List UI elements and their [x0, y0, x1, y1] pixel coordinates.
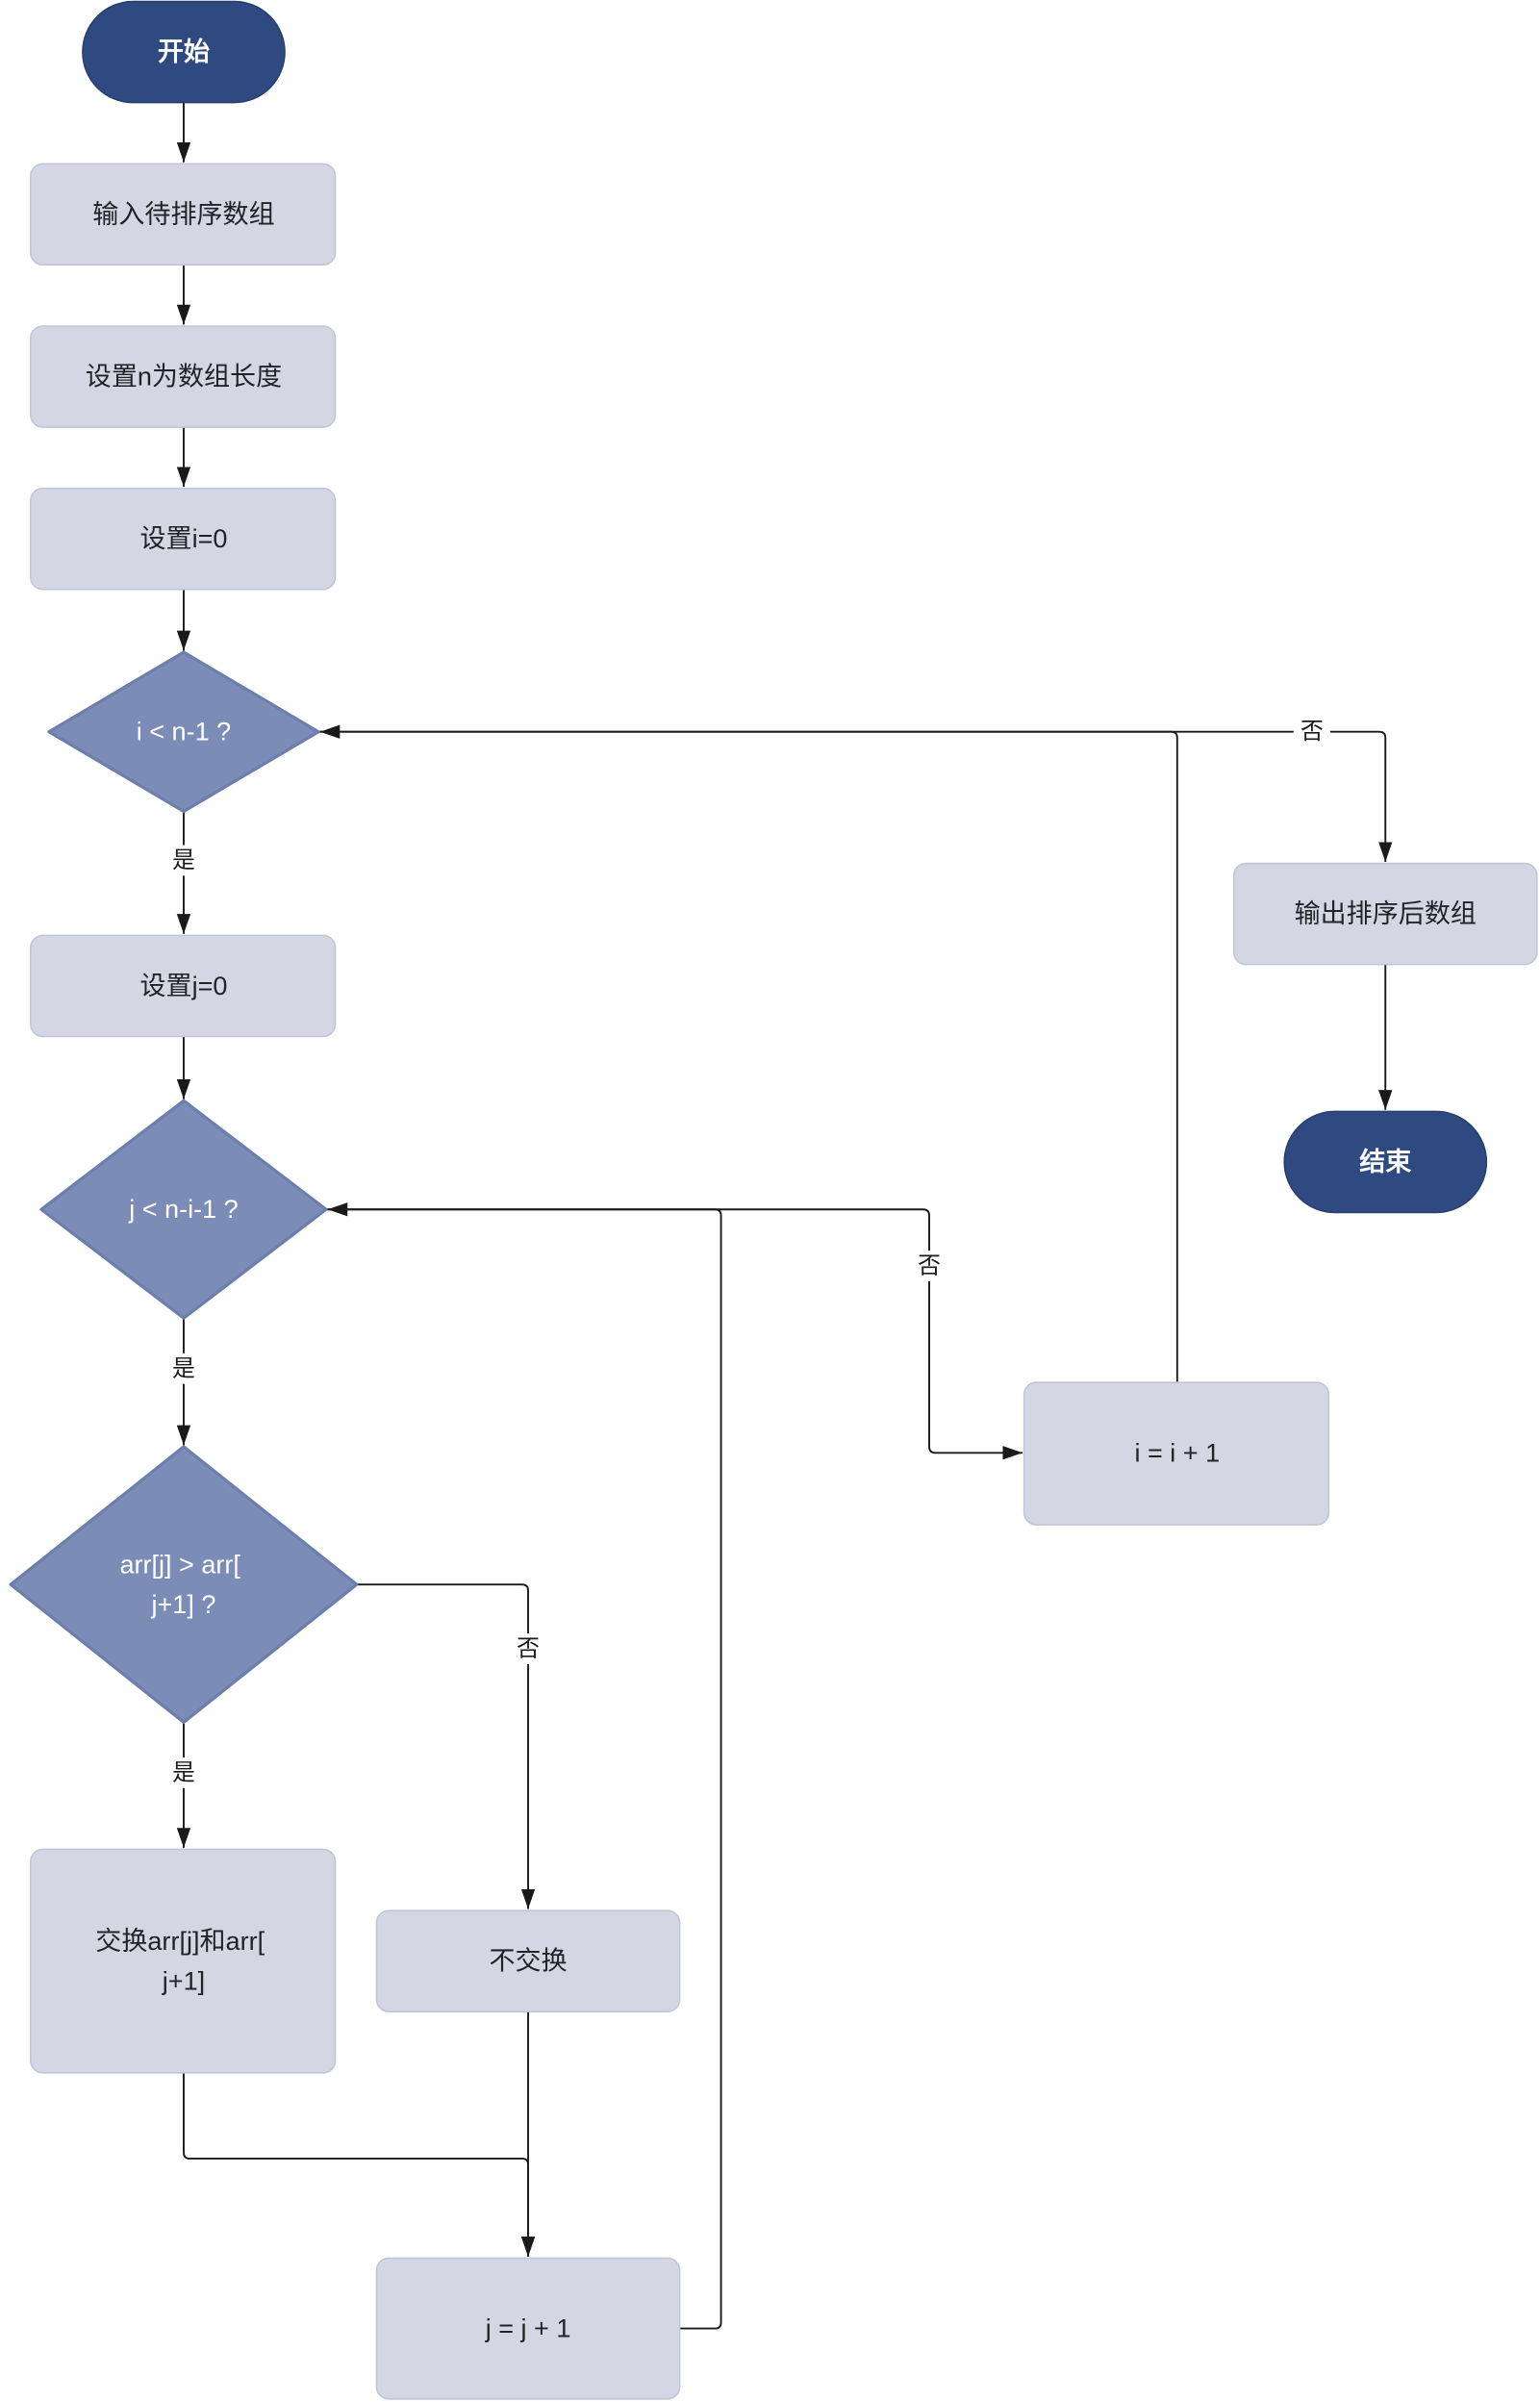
node-increment-j: j = j + 1: [375, 2257, 681, 2400]
edge-cond-j-no: [325, 1208, 1023, 1460]
label-cond-i-yes: 是: [168, 845, 199, 876]
label-cond-cmp-no: 否: [513, 1633, 543, 1664]
decision-j-less-than-n-i-1: j < n-i-1 ?: [39, 1099, 328, 1320]
svg-text:是: 是: [172, 1355, 195, 1381]
edges: [176, 102, 1393, 2330]
compare-line-1: arr[j] > arr[: [119, 1550, 240, 1579]
swap-line-1: 交换arr[j]和arr[: [95, 1927, 265, 1956]
node-start: 开始: [82, 0, 286, 104]
svg-text:j = j + 1: j = j + 1: [485, 2314, 571, 2343]
label-cond-j-yes: 是: [168, 1353, 199, 1384]
svg-text:输入待排序数组: 输入待排序数组: [92, 200, 274, 229]
svg-text:否: 否: [517, 1635, 540, 1661]
svg-text:不交换: 不交换: [489, 1947, 567, 1976]
node-set-j: 设置j=0: [30, 934, 337, 1038]
svg-text:i = i + 1: i = i + 1: [1134, 1438, 1220, 1467]
node-set-n: 设置n为数组长度: [30, 325, 337, 428]
edge-labels: 是 否 是 否 是 否: [168, 716, 1330, 1788]
label-cond-j-no: 否: [914, 1251, 945, 1282]
node-increment-i: i = i + 1: [1022, 1381, 1330, 1526]
svg-text:设置n为数组长度: 设置n为数组长度: [86, 363, 282, 392]
svg-text:输出排序后数组: 输出排序后数组: [1295, 899, 1477, 928]
label-cond-i-no: 否: [1293, 716, 1330, 747]
node-input-array: 输入待排序数组: [30, 163, 337, 266]
node-no-swap: 不交换: [375, 1909, 681, 2012]
svg-text:arr[j] > arr[ j+1] ?: arr[j] > arr[ j+1] ?: [119, 1550, 247, 1618]
label-cond-cmp-yes: 是: [168, 1757, 199, 1788]
edge-cond-cmp-no: [356, 1583, 536, 1909]
svg-text:开始: 开始: [158, 37, 210, 66]
svg-text:j < n-i-1 ?: j < n-i-1 ?: [128, 1195, 239, 1224]
edge-swap-to-inc-j: [183, 2072, 536, 2257]
node-set-i: 设置i=0: [30, 487, 337, 591]
edge-inc-i-to-cond-i: [319, 724, 1178, 1383]
svg-text:是: 是: [172, 847, 195, 873]
svg-text:否: 否: [918, 1253, 941, 1279]
svg-text:是: 是: [172, 1759, 195, 1785]
swap-line-2: j+1]: [162, 1966, 205, 1995]
svg-text:设置j=0: 设置j=0: [139, 972, 227, 1000]
node-end: 结束: [1283, 1110, 1488, 1214]
svg-text:i < n-1 ?: i < n-1 ?: [137, 718, 231, 746]
node-output-array: 输出排序后数组: [1232, 862, 1538, 966]
decision-compare-elements: arr[j] > arr[ j+1] ?: [9, 1445, 359, 1724]
compare-line-2: j+1] ?: [151, 1590, 216, 1619]
svg-text:否: 否: [1300, 719, 1324, 745]
svg-text:结束: 结束: [1359, 1148, 1412, 1176]
edge-cond-i-no: [318, 730, 1393, 862]
svg-text:设置i=0: 设置i=0: [139, 524, 227, 553]
node-swap: 交换arr[j]和arr[ j+1]: [30, 1848, 337, 2074]
edge-inc-j-to-cond-j: [327, 1202, 722, 2330]
decision-i-less-than-n-minus-1: i < n-1 ?: [47, 650, 320, 814]
svg-text:交换arr[j]和arr[ j+1]: 交换arr[j]和arr[ j+1]: [95, 1927, 271, 1995]
